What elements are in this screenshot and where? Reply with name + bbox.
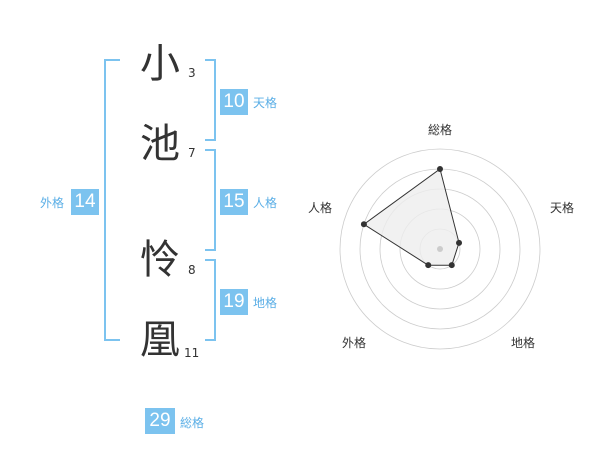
- radar-label-soukaku: 総格: [428, 123, 453, 137]
- radar-label-tenkaku: 天格: [550, 201, 575, 215]
- chikaku-bracket: [205, 259, 216, 341]
- radar-point-3: [448, 262, 455, 269]
- radar-point-1: [437, 166, 443, 172]
- stroke-count-4: 11: [184, 346, 200, 360]
- name-char-3: 怜: [140, 237, 180, 283]
- tenkaku-bracket: [205, 59, 216, 141]
- name-char-2: 池: [140, 121, 180, 167]
- radar-label-jinkaku: 人格: [308, 201, 333, 215]
- radar-label-gaikaku: 外格: [342, 336, 367, 350]
- stroke-count-2: 7: [188, 146, 196, 160]
- radar-polygon: [363, 168, 460, 266]
- name-char-4: 凰: [140, 317, 180, 363]
- chikaku-badge: 19: [220, 289, 248, 315]
- tenkaku-badge: 10: [220, 89, 248, 115]
- radar-label-chikaku: 地格: [511, 336, 536, 350]
- radar-point-2: [456, 239, 463, 246]
- radar-ring: [339, 148, 541, 350]
- soukaku-label: 総格: [180, 416, 205, 430]
- stroke-count-3: 8: [188, 263, 196, 277]
- jinkaku-badge: 15: [220, 189, 248, 215]
- jinkaku-label: 人格: [253, 196, 278, 210]
- radar-point-4: [425, 262, 432, 269]
- chikaku-label: 地格: [253, 296, 278, 310]
- tenkaku-label: 天格: [253, 96, 278, 110]
- gaikaku-bracket: [104, 59, 120, 341]
- gaikaku-badge: 14: [71, 189, 99, 215]
- jinkaku-bracket: [205, 149, 216, 251]
- soukaku-badge: 29: [145, 408, 175, 434]
- stroke-count-1: 3: [188, 66, 196, 80]
- name-char-1: 小: [140, 41, 180, 87]
- radar-point-5: [360, 221, 367, 228]
- radar-center-dot: [437, 246, 443, 252]
- gaikaku-label: 外格: [40, 196, 65, 210]
